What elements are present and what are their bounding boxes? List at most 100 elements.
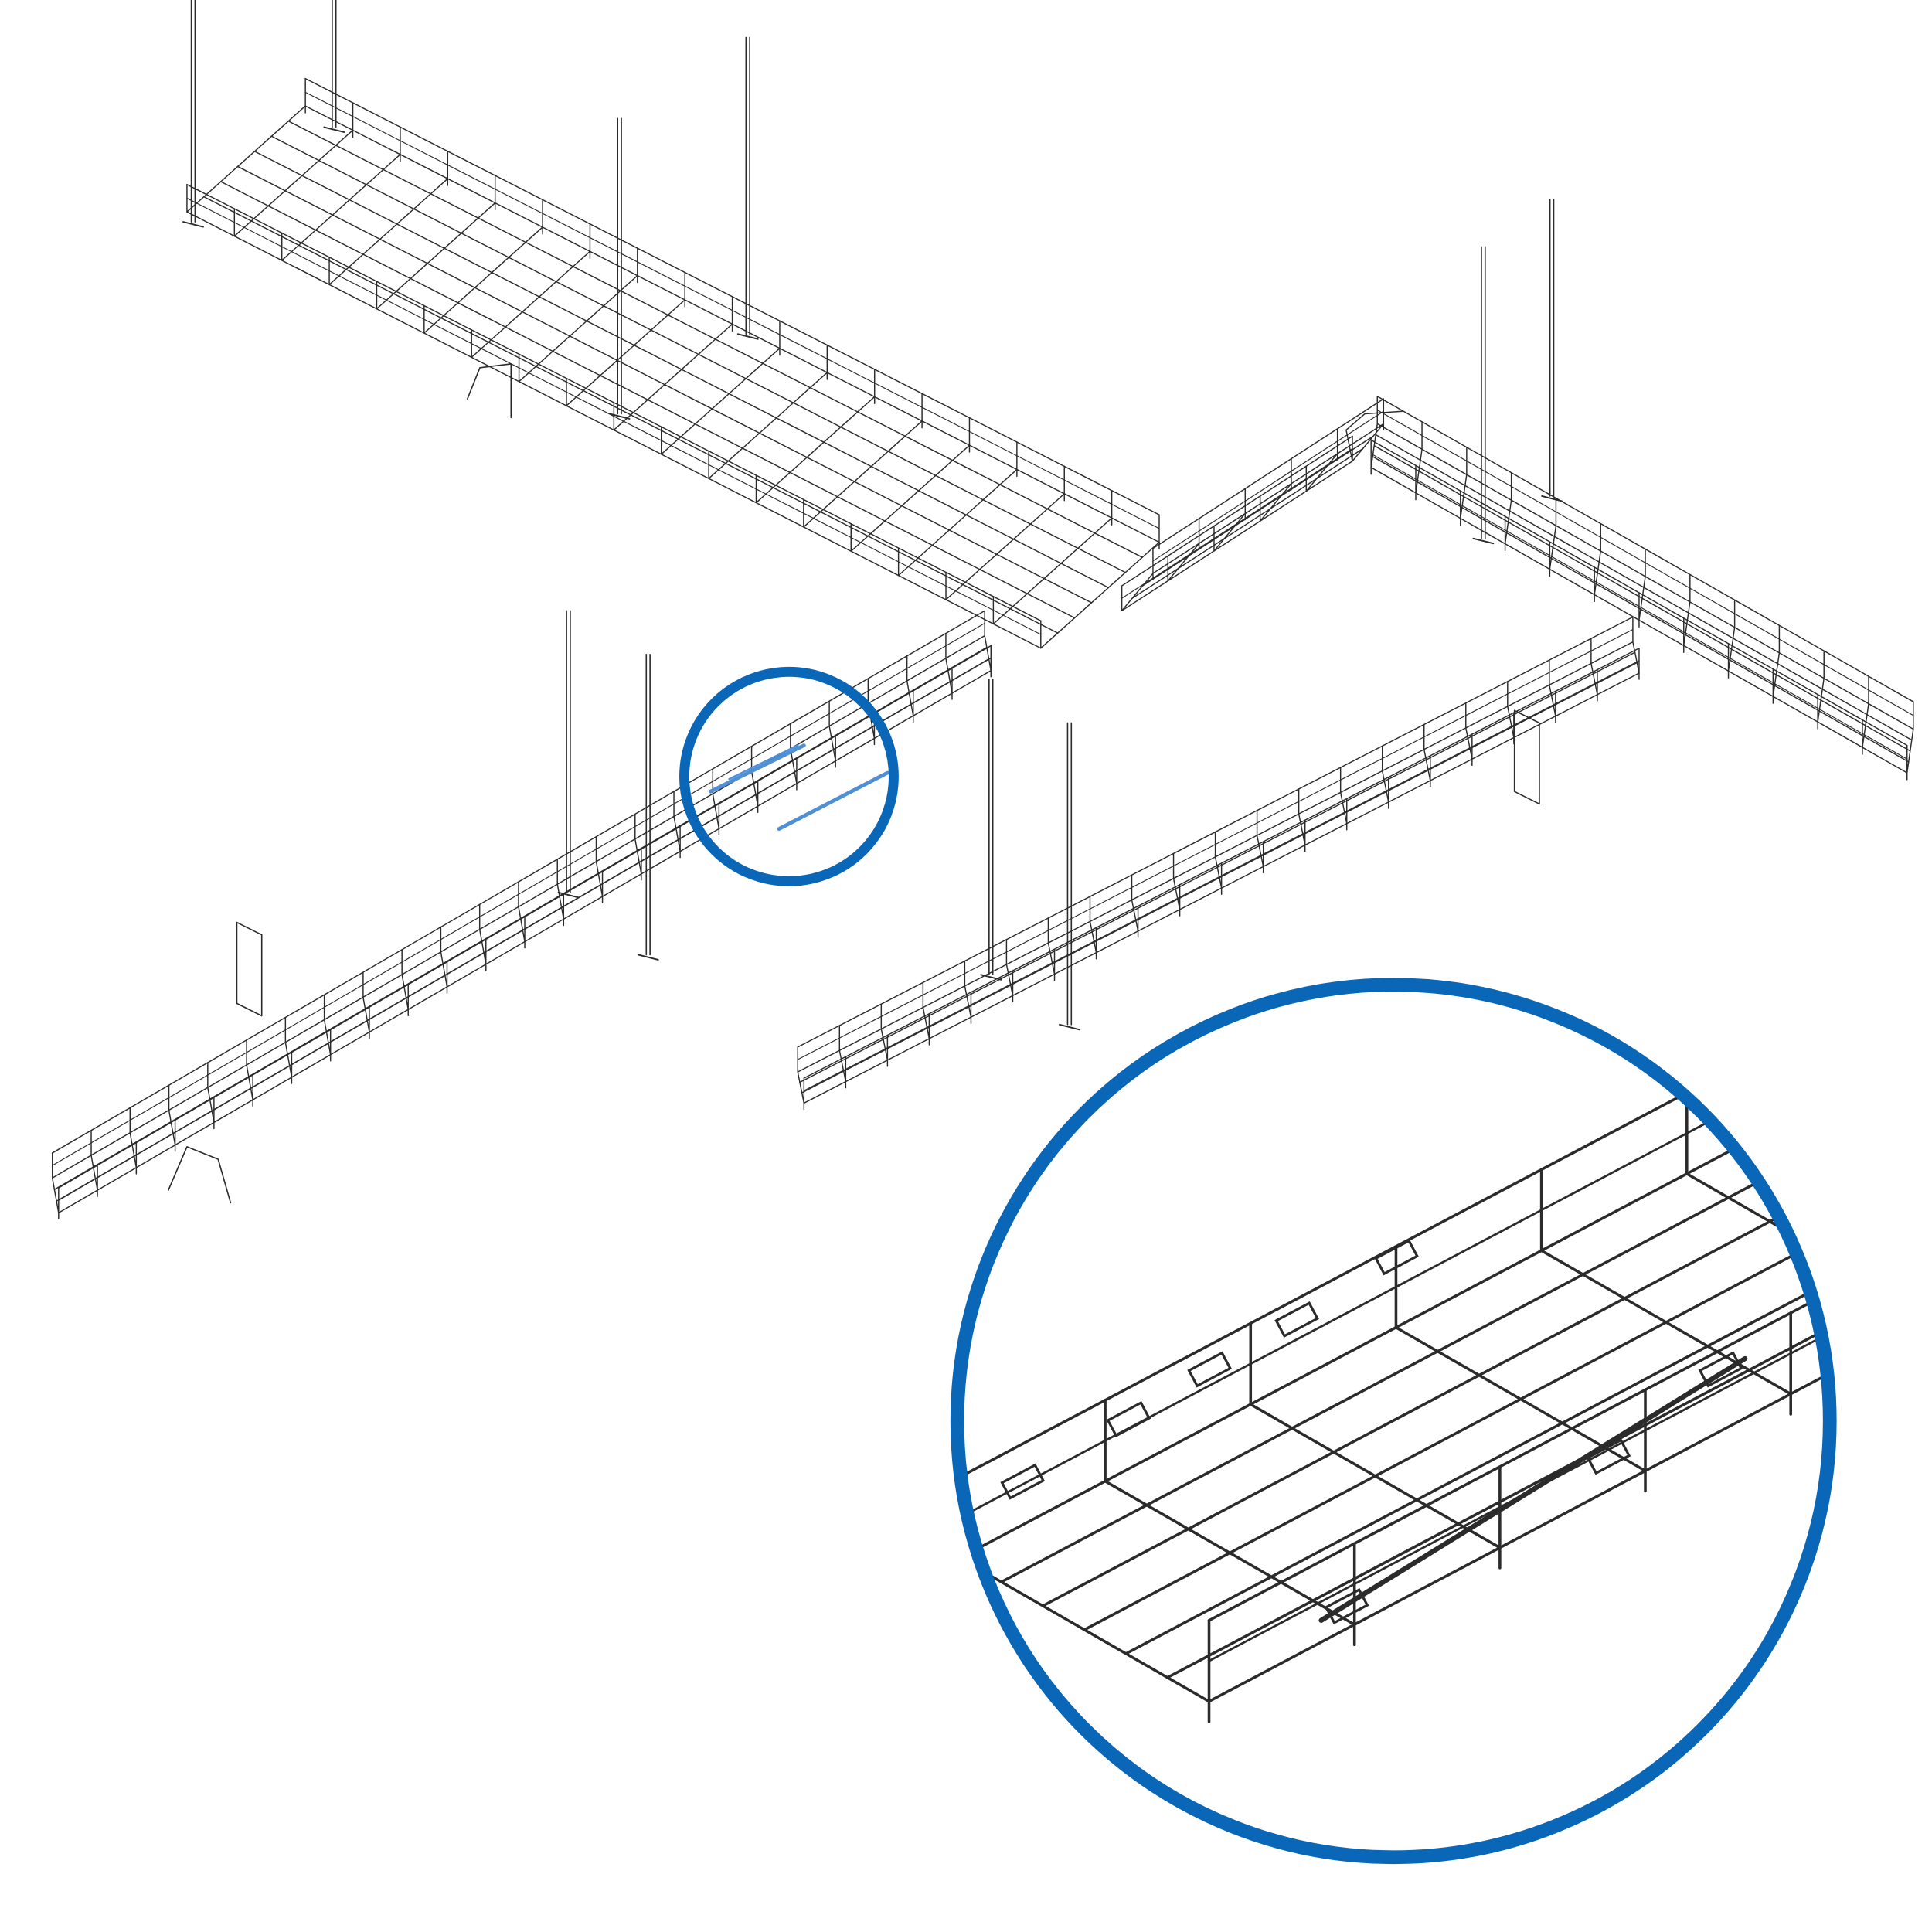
cross-wire bbox=[755, 369, 876, 504]
connector-clip bbox=[1586, 1438, 1631, 1475]
cross-wire bbox=[376, 175, 496, 310]
cross-wire bbox=[964, 960, 972, 1018]
cross-wire bbox=[1590, 638, 1598, 696]
small-callout-circle bbox=[679, 666, 899, 886]
connector-clip bbox=[1274, 1301, 1319, 1338]
cross-wire bbox=[963, 1475, 1211, 1703]
rod-clamp bbox=[608, 413, 631, 420]
wall-bracket bbox=[1513, 709, 1540, 805]
cross-wire bbox=[1352, 398, 1385, 462]
cross-wire bbox=[945, 465, 1065, 600]
cross-wire bbox=[1727, 599, 1736, 672]
cross-wire bbox=[1594, 522, 1601, 596]
cross-wire bbox=[207, 1062, 215, 1124]
cross-wire bbox=[1381, 745, 1389, 803]
cross-wire bbox=[661, 320, 781, 455]
cross-wire bbox=[1539, 1168, 1792, 1396]
rod-clamp bbox=[1541, 495, 1563, 502]
cross-wire bbox=[323, 994, 332, 1056]
lower-right-tray bbox=[797, 616, 1640, 1111]
left-long-tray bbox=[52, 610, 992, 1220]
highlighted-splice-bar bbox=[777, 770, 889, 831]
highlighted-splice-bar bbox=[708, 743, 806, 794]
connector-clip bbox=[1374, 1239, 1419, 1276]
bottom-longitudinal-wire bbox=[1152, 423, 1385, 574]
cross-wire bbox=[1460, 447, 1468, 519]
cross-wire bbox=[1465, 702, 1473, 760]
cross-wire bbox=[1249, 1321, 1502, 1549]
cross-wire bbox=[797, 1046, 805, 1104]
cross-wire bbox=[712, 768, 720, 830]
cross-wire bbox=[1394, 1245, 1647, 1472]
cross-wire bbox=[880, 1003, 889, 1061]
bottom-longitudinal-wire bbox=[1131, 447, 1364, 599]
cross-wire bbox=[1172, 852, 1181, 910]
cross-wire bbox=[90, 1129, 98, 1191]
side-mid-wire bbox=[1152, 410, 1384, 562]
callout-circles bbox=[679, 666, 1837, 1865]
cross-wire bbox=[1256, 810, 1264, 868]
cross-wire bbox=[1040, 514, 1160, 649]
cable-drop-out bbox=[467, 363, 512, 419]
highlighted-clip bbox=[728, 744, 799, 781]
connector-clip bbox=[1106, 1401, 1151, 1438]
cross-wire bbox=[566, 271, 685, 406]
side-top-wire bbox=[1152, 398, 1385, 549]
bend-corner bbox=[1345, 410, 1403, 462]
rod-clamp bbox=[736, 333, 759, 340]
cross-wire bbox=[518, 247, 638, 383]
cross-wire bbox=[471, 223, 591, 359]
cross-wire bbox=[1047, 917, 1056, 975]
cross-wire bbox=[1214, 831, 1223, 889]
cross-wire bbox=[1104, 1399, 1356, 1626]
cross-wire bbox=[1549, 497, 1557, 570]
cross-wire bbox=[1549, 659, 1556, 717]
cross-wire bbox=[750, 745, 759, 807]
rod-clamp bbox=[1058, 1023, 1080, 1031]
cross-wire bbox=[897, 441, 1018, 577]
cross-wire bbox=[281, 126, 401, 261]
cross-wire bbox=[1832, 1016, 1932, 1240]
cross-wire bbox=[828, 700, 836, 762]
wall-bracket bbox=[236, 921, 263, 1017]
cross-wire bbox=[284, 1016, 293, 1078]
cross-wire bbox=[613, 296, 733, 431]
bottom-longitudinal-wire bbox=[1121, 461, 1353, 612]
cross-wire bbox=[634, 813, 642, 875]
cross-wire bbox=[1259, 457, 1292, 522]
cross-wire bbox=[1213, 488, 1247, 552]
rod-clamp bbox=[323, 126, 345, 133]
rod-clamp bbox=[182, 221, 204, 228]
cross-wire bbox=[803, 393, 923, 528]
right-corner-tray bbox=[1370, 396, 1914, 781]
cross-wire bbox=[945, 632, 953, 694]
bottom-longitudinal-wire bbox=[1165, 1215, 1824, 1679]
rod-clamp bbox=[637, 954, 659, 961]
cross-wire bbox=[1005, 939, 1014, 997]
cross-wire bbox=[922, 981, 930, 1039]
cross-wire bbox=[52, 1152, 60, 1214]
cross-wire bbox=[1772, 624, 1781, 697]
side-top-wire bbox=[1121, 435, 1353, 587]
cross-wire bbox=[328, 150, 449, 286]
cross-wire bbox=[595, 835, 604, 897]
cross-wire bbox=[1339, 767, 1348, 825]
cross-wire bbox=[233, 102, 354, 237]
cross-wire bbox=[838, 1025, 847, 1083]
cross-wire bbox=[362, 971, 370, 1033]
threaded-rods bbox=[182, 0, 1563, 1031]
cross-wire bbox=[246, 1039, 253, 1100]
cross-wire bbox=[673, 791, 681, 852]
cross-wire bbox=[984, 610, 992, 672]
cross-wire bbox=[440, 926, 448, 988]
cross-wire bbox=[850, 417, 971, 552]
cross-wire bbox=[1683, 573, 1691, 647]
cross-wire bbox=[906, 655, 914, 716]
cross-wire bbox=[1298, 788, 1306, 846]
cross-wire bbox=[1305, 428, 1338, 492]
cross-wire bbox=[708, 344, 828, 479]
detail-view bbox=[963, 1014, 1932, 1723]
cross-wire bbox=[168, 1084, 176, 1146]
